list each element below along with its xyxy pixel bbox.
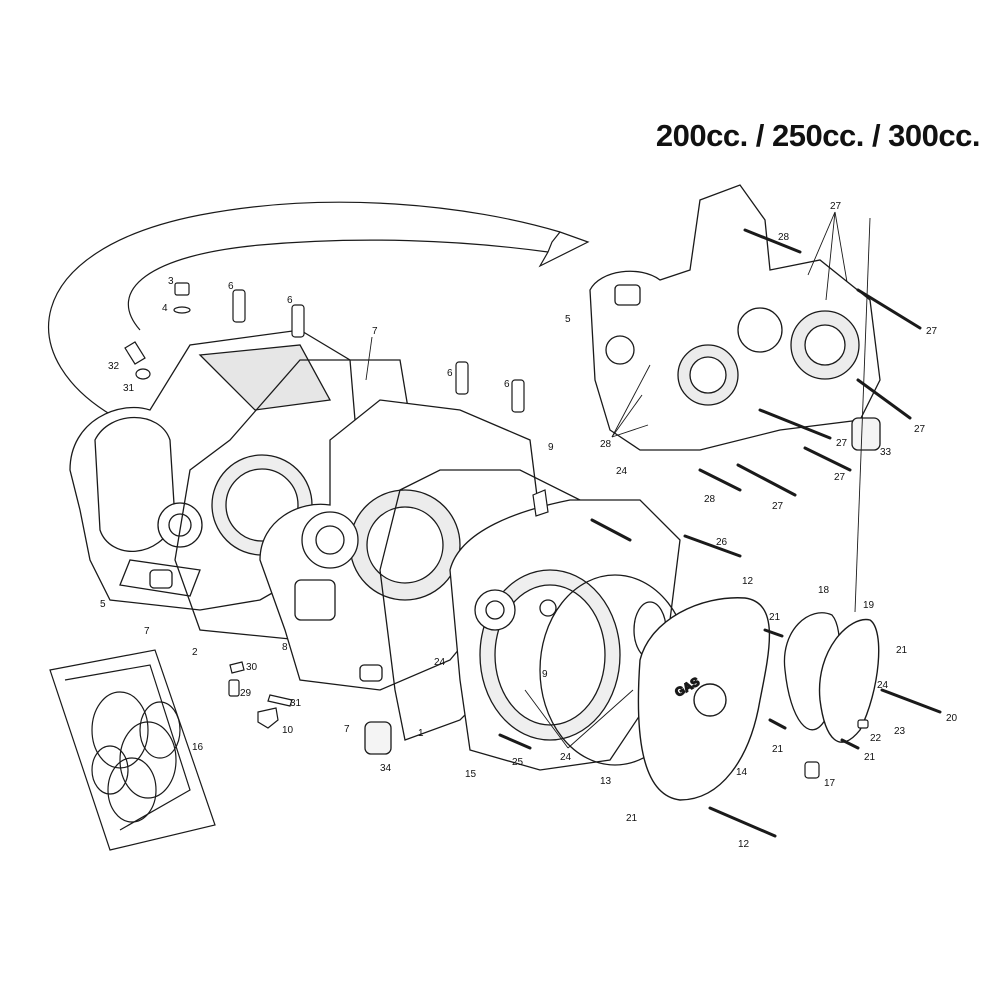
callout: 13 (600, 776, 612, 787)
callout: 22 (870, 733, 882, 744)
callout: 16 (192, 742, 204, 753)
callout: 12 (742, 576, 754, 587)
callout: 27 (772, 501, 784, 512)
callout: 21 (769, 612, 781, 623)
callout: 29 (240, 688, 252, 699)
callout: 27 (926, 326, 938, 337)
callout: 27 (830, 201, 842, 212)
callout: 28 (778, 232, 790, 243)
clutch-cover (449, 499, 681, 771)
callout: 19 (863, 600, 875, 611)
callout: 28 (704, 494, 716, 505)
bushing-33 (851, 417, 881, 451)
diagram-title: 200cc. / 250cc. / 300cc. (655, 118, 981, 153)
callout: 33 (880, 447, 892, 458)
callout: 7 (144, 626, 150, 637)
callout: 24 (560, 752, 572, 763)
callout: 6 (504, 379, 510, 390)
callout: 23 (894, 726, 906, 737)
leader-lines (365, 211, 871, 749)
bushing-34 (364, 721, 392, 755)
callout: 7 (344, 724, 350, 735)
callout: 5 (565, 314, 571, 325)
flow-arrow (48, 201, 590, 421)
callout: 4 (162, 303, 168, 314)
outer-cover-14: GAS (637, 597, 771, 801)
callout: 12 (738, 839, 750, 850)
callout: 31 (123, 383, 135, 394)
gasket-kit-16 (49, 649, 216, 851)
callout: 10 (282, 725, 294, 736)
callout: 27 (914, 424, 926, 435)
callout: 27 (836, 438, 848, 449)
callout: 26 (716, 537, 728, 548)
callout: 7 (372, 326, 378, 337)
small-fasteners (124, 282, 869, 779)
callout: 20 (946, 713, 958, 724)
callout: 6 (447, 368, 453, 379)
callout: 18 (818, 585, 830, 596)
callout: 3 (168, 276, 174, 287)
bolts (498, 228, 942, 838)
callout: 30 (246, 662, 258, 673)
callout: 2 (192, 647, 198, 658)
callout: 21 (864, 752, 876, 763)
callout: 14 (736, 767, 748, 778)
callout: 32 (108, 361, 120, 372)
callout: 17 (824, 778, 836, 789)
callout: 6 (228, 281, 234, 292)
assembled-crankcase (589, 184, 881, 451)
callout: 25 (512, 757, 524, 768)
callout: 28 (600, 439, 612, 450)
callout: 21 (772, 744, 784, 755)
callout: 34 (380, 763, 392, 774)
callout: 6 (287, 295, 293, 306)
callout: 31 (290, 698, 302, 709)
callout: 5 (100, 599, 106, 610)
callout: 24 (434, 657, 446, 668)
cover-19 (818, 618, 880, 743)
callout: 24 (616, 466, 628, 477)
callout: 21 (626, 813, 638, 824)
callout: 21 (896, 645, 908, 656)
callout: 24 (877, 680, 889, 691)
callout: 9 (542, 669, 548, 680)
callout: 15 (465, 769, 477, 780)
callout: 1 (418, 728, 424, 739)
callout-labels: 3 4 6 6 32 31 7 6 6 5 7 2 8 30 29 31 10 … (100, 201, 958, 850)
callout: 8 (282, 642, 288, 653)
callout: 9 (548, 442, 554, 453)
callout: 27 (834, 472, 846, 483)
